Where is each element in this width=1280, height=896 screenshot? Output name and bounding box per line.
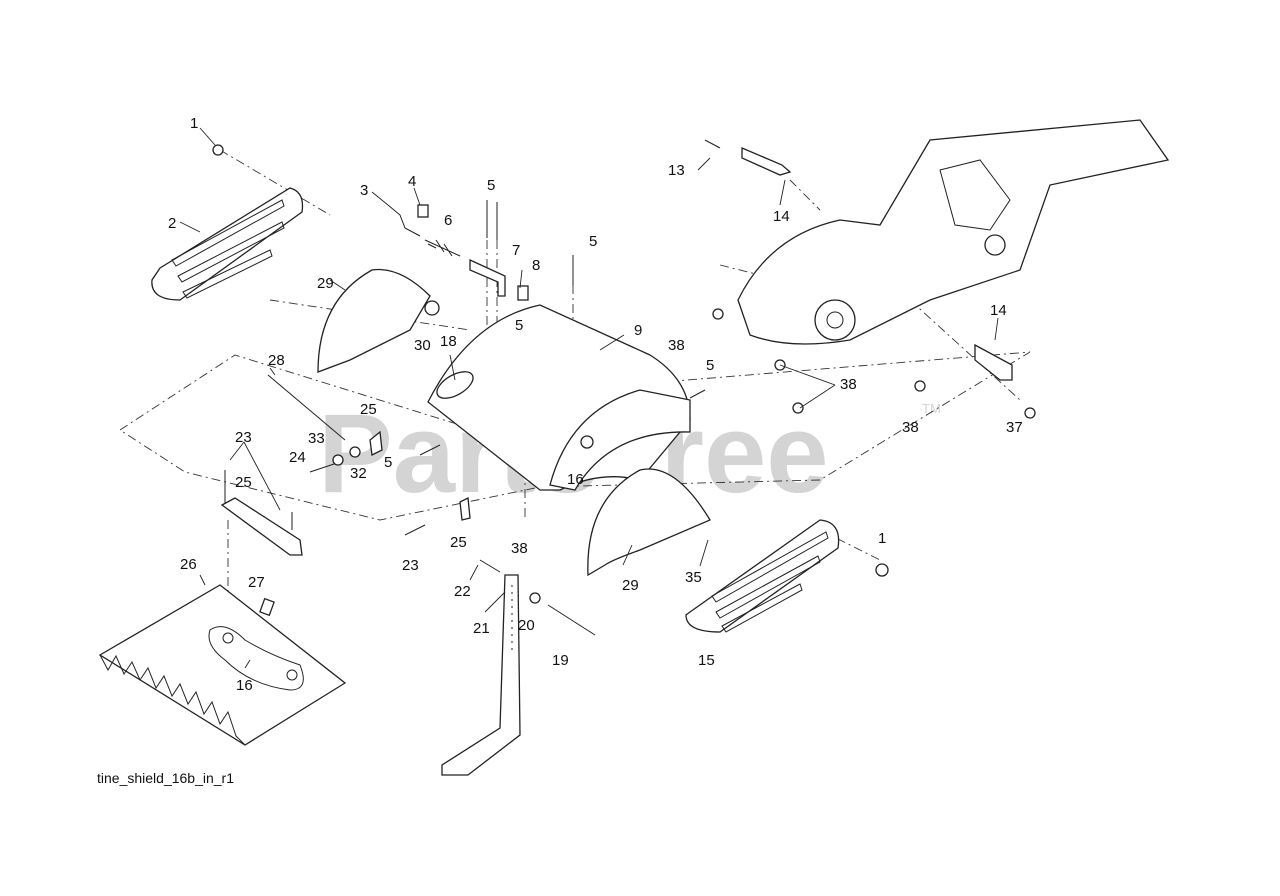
callout-1-left: 1 xyxy=(190,115,198,132)
callout-5-b: 5 xyxy=(589,233,597,250)
callout-23-a: 25 xyxy=(360,401,377,418)
depth-stake xyxy=(441,559,596,776)
callout-27: 26 xyxy=(180,556,197,573)
nut-38-c xyxy=(792,402,804,414)
nut-37 xyxy=(1024,407,1036,419)
nut-1-left xyxy=(212,144,224,156)
callout-23-c: 25 xyxy=(450,534,467,551)
callout-30: 30 xyxy=(414,337,431,354)
grommet-30 xyxy=(424,300,440,316)
callout-28: 28 xyxy=(268,352,285,369)
tine-shield-main xyxy=(427,304,691,491)
callout-29-left: 29 xyxy=(317,275,334,292)
side-plate-right xyxy=(685,519,840,633)
callout-7: 7 xyxy=(512,242,520,259)
callout-23-b: 25 xyxy=(235,474,252,491)
nut-38-d xyxy=(914,380,926,392)
callout-18: 18 xyxy=(440,333,457,350)
callout-9: 9 xyxy=(634,322,642,339)
callout-6: 6 xyxy=(444,212,452,229)
callout-5-top: 5 xyxy=(487,177,495,194)
callout-29-right: 29 xyxy=(622,577,639,594)
callout-33: 33 xyxy=(308,430,325,447)
callout-35: 35 xyxy=(685,569,702,586)
callout-4: 4 xyxy=(408,173,416,190)
nut-38-a xyxy=(712,308,724,320)
side-plate-left xyxy=(151,187,304,301)
callout-22: 22 xyxy=(454,583,471,600)
callout-24-a: 23 xyxy=(235,429,252,446)
watermark-tm: TM xyxy=(922,401,941,416)
flap-right xyxy=(587,468,711,577)
callout-37: 37 xyxy=(1006,419,1023,436)
callout-38-d: 38 xyxy=(511,540,528,557)
callout-5-e: 5 xyxy=(384,454,392,471)
callout-8: 8 xyxy=(532,257,540,274)
callout-32: 32 xyxy=(350,465,367,482)
callout-5-c: 5 xyxy=(515,317,523,334)
diagram-filename: tine_shield_16b_in_r1 xyxy=(97,770,234,786)
callout-16-a: 16 xyxy=(567,471,584,488)
callout-3: 3 xyxy=(360,182,368,199)
flap-left xyxy=(317,268,431,373)
leader-lines xyxy=(179,127,999,669)
tine-shield-flap xyxy=(98,584,347,746)
callout-38-b: 38 xyxy=(840,376,857,393)
brackets-14 xyxy=(704,139,1013,381)
callout-19: 19 xyxy=(552,652,569,669)
nut-1-right xyxy=(875,563,889,577)
tiller-body xyxy=(737,119,1170,345)
callout-5-d: 5 xyxy=(706,357,714,374)
callout-21: 21 xyxy=(473,620,490,637)
callout-13: 13 xyxy=(668,162,685,179)
callout-16-b: 16 xyxy=(236,677,253,694)
callout-1-right: 1 xyxy=(878,530,886,547)
callout-15: 15 xyxy=(698,652,715,669)
callout-24-b: 23 xyxy=(402,557,419,574)
callout-38-a: 38 xyxy=(668,337,685,354)
small-parts-left xyxy=(220,374,471,556)
callout-26: 27 xyxy=(248,574,265,591)
callout-20: 20 xyxy=(518,617,535,634)
callout-labels: 1 2 3 4 5 6 7 8 5 9 5 5 5 13 14 14 38 38… xyxy=(168,115,1023,694)
callout-38-c: 38 xyxy=(902,419,919,436)
callout-14-top: 14 xyxy=(773,208,790,225)
spring-assembly xyxy=(387,204,529,301)
callout-25: 24 xyxy=(289,449,306,466)
callout-2: 2 xyxy=(168,215,176,232)
callout-14-right: 14 xyxy=(990,302,1007,319)
